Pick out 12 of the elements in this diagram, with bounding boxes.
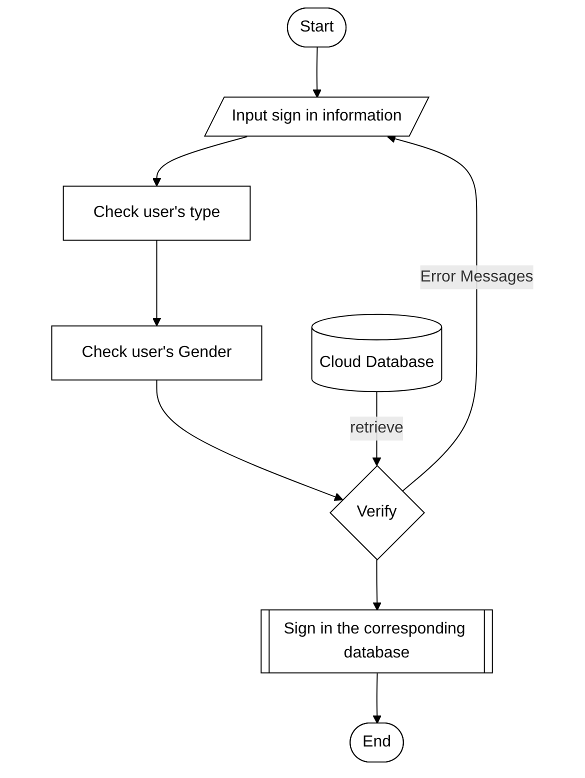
edge-label: Error Messages — [420, 268, 534, 286]
edge-label: retrieve — [350, 420, 404, 437]
arrow — [156, 379, 344, 501]
arrow — [152, 240, 162, 326]
arrow — [386, 134, 478, 492]
node-diamond: Verify — [330, 464, 426, 560]
node-box: Check user's type — [62, 186, 251, 241]
arrow — [312, 47, 322, 98]
arrow — [152, 136, 248, 187]
arrow — [372, 672, 382, 724]
node-box: Check user's Gender — [51, 325, 262, 380]
arrow — [372, 559, 382, 611]
